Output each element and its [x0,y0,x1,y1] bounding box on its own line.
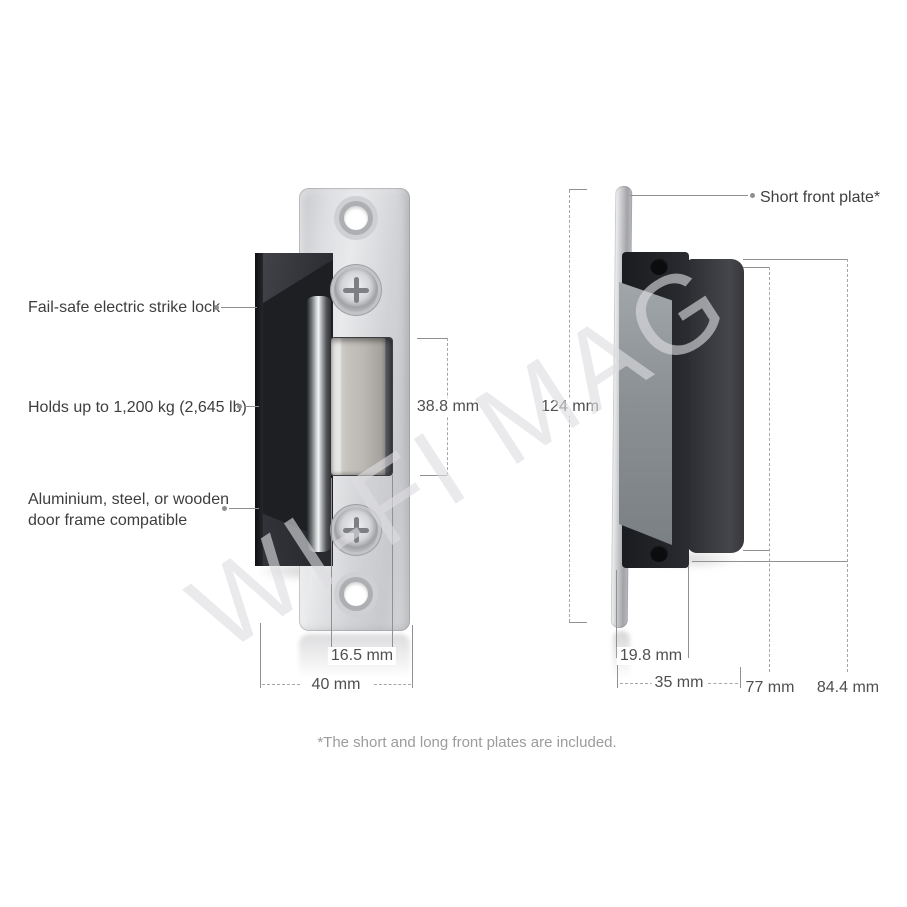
dim-tick [692,561,847,562]
dim-extension-line [331,478,332,658]
dim-extension-line [412,625,413,688]
leader-dot [237,404,242,409]
leader-line [221,307,257,308]
dim-label-opening-width: 16.5 mm [327,647,397,665]
dim-tick [743,267,769,268]
dim-line-rear-body-height [769,267,770,672]
dim-dash [620,683,653,684]
dim-dash [374,684,411,685]
screw-top [334,268,378,312]
leader-line [244,406,259,407]
mounting-hole-bottom [344,582,368,606]
dim-dash [262,684,300,685]
dim-extension-line [740,667,741,688]
dim-extension-line [392,475,393,658]
callout-frame-compat: Aluminium, steel, or wooden door frame c… [28,489,229,531]
dim-tick [569,622,587,623]
dim-extension-line [617,665,618,688]
leader-line [229,508,259,509]
dim-label-overall-width: 40 mm [308,676,364,694]
dim-label-opening-height: 38.8 mm [413,398,483,416]
callout-holding-force: Holds up to 1,200 kg (2,645 lb) [28,399,247,416]
dim-label-body-height-with-tabs: 84.4 mm [813,679,883,697]
side-gray-panel [619,282,672,545]
dim-label-body-depth: 19.8 mm [616,647,686,665]
leader-dot [750,193,755,198]
dim-tick [417,338,447,339]
callout-frame-compat-line1: Aluminium, steel, or wooden [28,491,229,508]
footnote: *The short and long front plates are inc… [317,734,617,751]
screw-slot-vertical [354,517,359,543]
keeper-left-edge [255,253,263,566]
dim-extension-line [260,623,261,688]
dim-tick [743,259,847,260]
side-rear-body [687,259,744,553]
callout-short-front-plate: Short front plate* [760,189,881,206]
callout-fail-safe: Fail-safe electric strike lock [28,299,221,316]
leader-dot [222,506,227,511]
mounting-hole-top [344,206,368,230]
dim-tick [743,550,769,551]
callout-frame-compat-line2: door frame compatible [28,512,188,529]
keeper-chrome-edge [307,296,331,552]
dim-tick [420,475,447,476]
leader-dot [214,305,219,310]
dim-dash [708,683,738,684]
dim-label-overall-height: 124 mm [538,398,602,416]
dim-line-body-height-with-tabs [847,259,848,672]
dim-extension-line [688,566,689,658]
dim-label-rear-body-height: 77 mm [742,679,798,697]
dim-label-total-depth: 35 mm [651,674,707,692]
dim-tick [569,189,587,190]
leader-line [630,195,748,196]
latch-cavity [331,338,392,475]
side-hole-top [650,257,668,275]
dim-extension-line [616,570,617,658]
side-hole-bottom [650,544,668,562]
screw-bottom [334,508,378,552]
screw-slot-vertical [354,277,359,303]
